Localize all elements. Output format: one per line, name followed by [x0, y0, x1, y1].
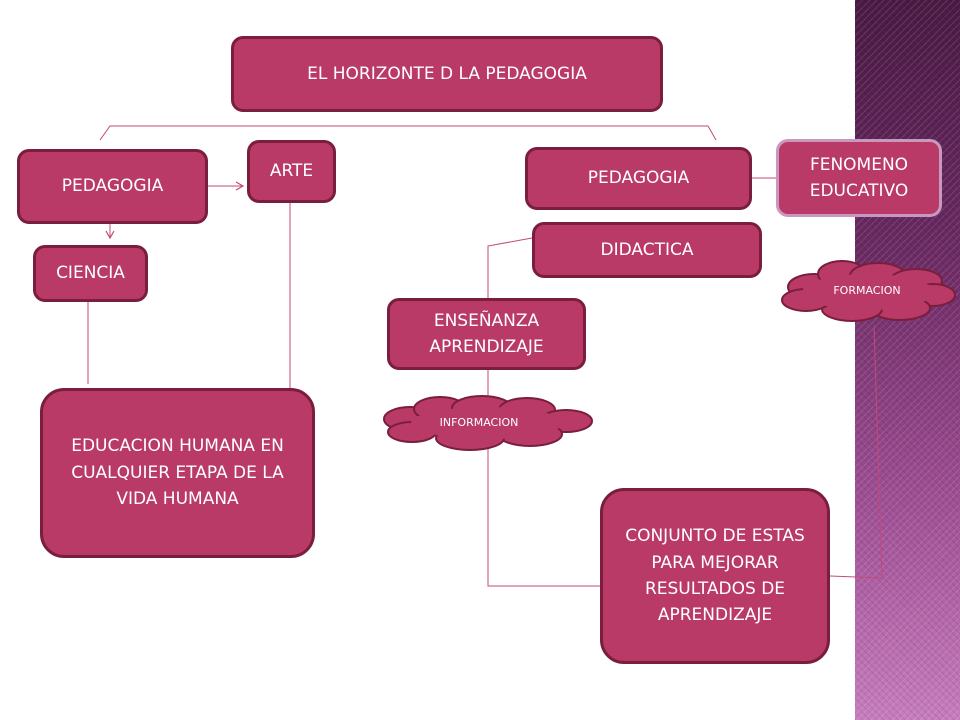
arte-node: ARTE [247, 140, 336, 203]
educacion-humana-node: EDUCACION HUMANA EN CUALQUIER ETAPA DE L… [40, 388, 315, 558]
ciencia-node: CIENCIA [33, 245, 148, 302]
cloud-informacion-shape [383, 395, 593, 451]
connector-title-branch [99, 125, 717, 141]
decorative-side-stripe [855, 0, 960, 720]
fenomeno-educativo-node: FENOMENO EDUCATIVO [776, 139, 942, 217]
connector-formacion-conjunto [829, 325, 883, 579]
pedagogia-left-node: PEDAGOGIA [17, 149, 208, 224]
pedagogia-right-node: PEDAGOGIA [525, 147, 752, 210]
ensenanza-aprendizaje-node: ENSEÑANZA APRENDIZAJE [387, 298, 586, 370]
cloud-formacion-shape [781, 260, 956, 322]
cloud-informacion-label: INFORMACION [439, 416, 519, 429]
cloud-formacion-label: FORMACION [833, 284, 901, 297]
conjunto-node: CONJUNTO DE ESTAS PARA MEJORAR RESULTADO… [600, 488, 830, 664]
didactica-node: DIDACTICA [532, 222, 762, 278]
title-node: EL HORIZONTE D LA PEDAGOGIA [231, 36, 663, 112]
